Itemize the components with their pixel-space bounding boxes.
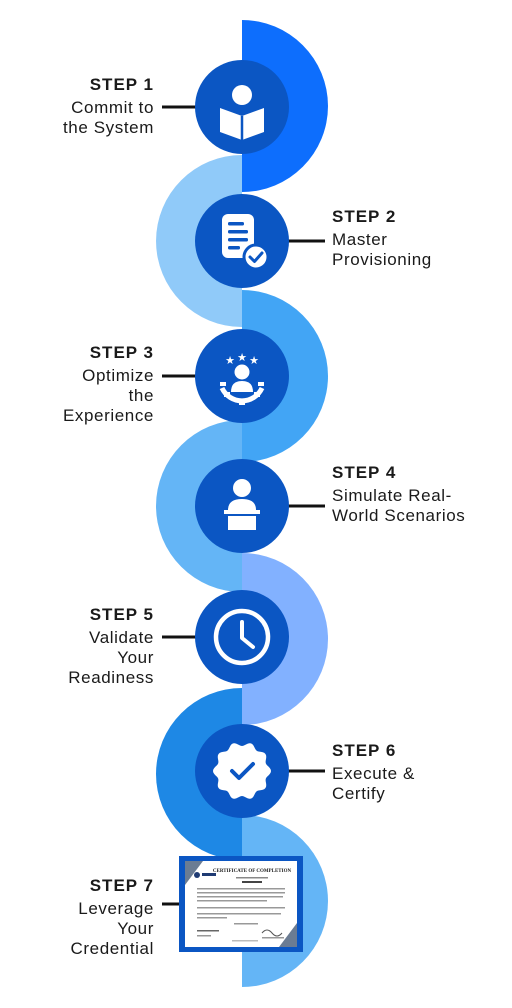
step-4-text-line-2: World Scenarios (332, 506, 466, 525)
step-7-text-line-2: Your (117, 919, 154, 938)
user-gear-stars-icon: ★ ★ ★ (195, 329, 289, 423)
step-3-text-line-2: the (128, 386, 154, 405)
step-7-text-line-1: Leverage (78, 899, 154, 918)
step-5-label: STEP 5 Validate Your Readiness (68, 605, 154, 688)
step-4-label: STEP 4 Simulate Real- World Scenarios (332, 463, 465, 526)
certificate-icon: CERTIFICATE OF COMPLETION (179, 856, 303, 952)
step-2-title: STEP 2 (332, 207, 397, 226)
step-2-text-line-2: Provisioning (332, 250, 432, 269)
presenter-podium-icon (195, 459, 289, 553)
step-6-text-line-1: Execute & (332, 764, 415, 783)
certificate-title: CERTIFICATE OF COMPLETION (213, 869, 292, 874)
step-7-label: STEP 7 Leverage Your Credential (71, 876, 155, 959)
step-3-text-line-3: Experience (62, 406, 154, 425)
step-1-title: STEP 1 (89, 75, 154, 94)
svg-text:★: ★ (225, 355, 235, 367)
verified-badge-icon (195, 724, 289, 818)
step-2-text-line-1: Master (332, 230, 388, 249)
step-7-text-line-3: Credential (70, 939, 154, 958)
step-2-label: STEP 2 Master Provisioning (332, 207, 432, 270)
step-1-label: STEP 1 Commit to the System (63, 75, 154, 138)
step-5-text-line-2: Your (117, 648, 154, 667)
clock-icon (195, 590, 289, 684)
step-4-title: STEP 4 (332, 463, 397, 482)
svg-text:★: ★ (237, 352, 247, 364)
step-3-text-line-1: Optimize (82, 366, 154, 385)
step-5-title: STEP 5 (89, 605, 154, 624)
step-3-title: STEP 3 (89, 343, 154, 362)
svg-text:★: ★ (249, 355, 259, 367)
step-6-text-line-2: Certify (332, 784, 386, 803)
step-5-text-line-3: Readiness (68, 668, 154, 687)
step-1-text-line-2: the System (62, 118, 154, 137)
step-5-text-line-1: Validate (89, 628, 154, 647)
reading-book-icon (195, 60, 289, 154)
step-7-title: STEP 7 (89, 876, 154, 895)
checked-document-icon (195, 194, 289, 288)
step-6-title: STEP 6 (332, 741, 397, 760)
step-1-text-line-1: Commit to (71, 98, 154, 117)
step-3-label: STEP 3 Optimize the Experience (63, 343, 154, 426)
step-4-text-line-1: Simulate Real- (332, 486, 452, 505)
step-6-label: STEP 6 Execute & Certify (332, 741, 415, 804)
